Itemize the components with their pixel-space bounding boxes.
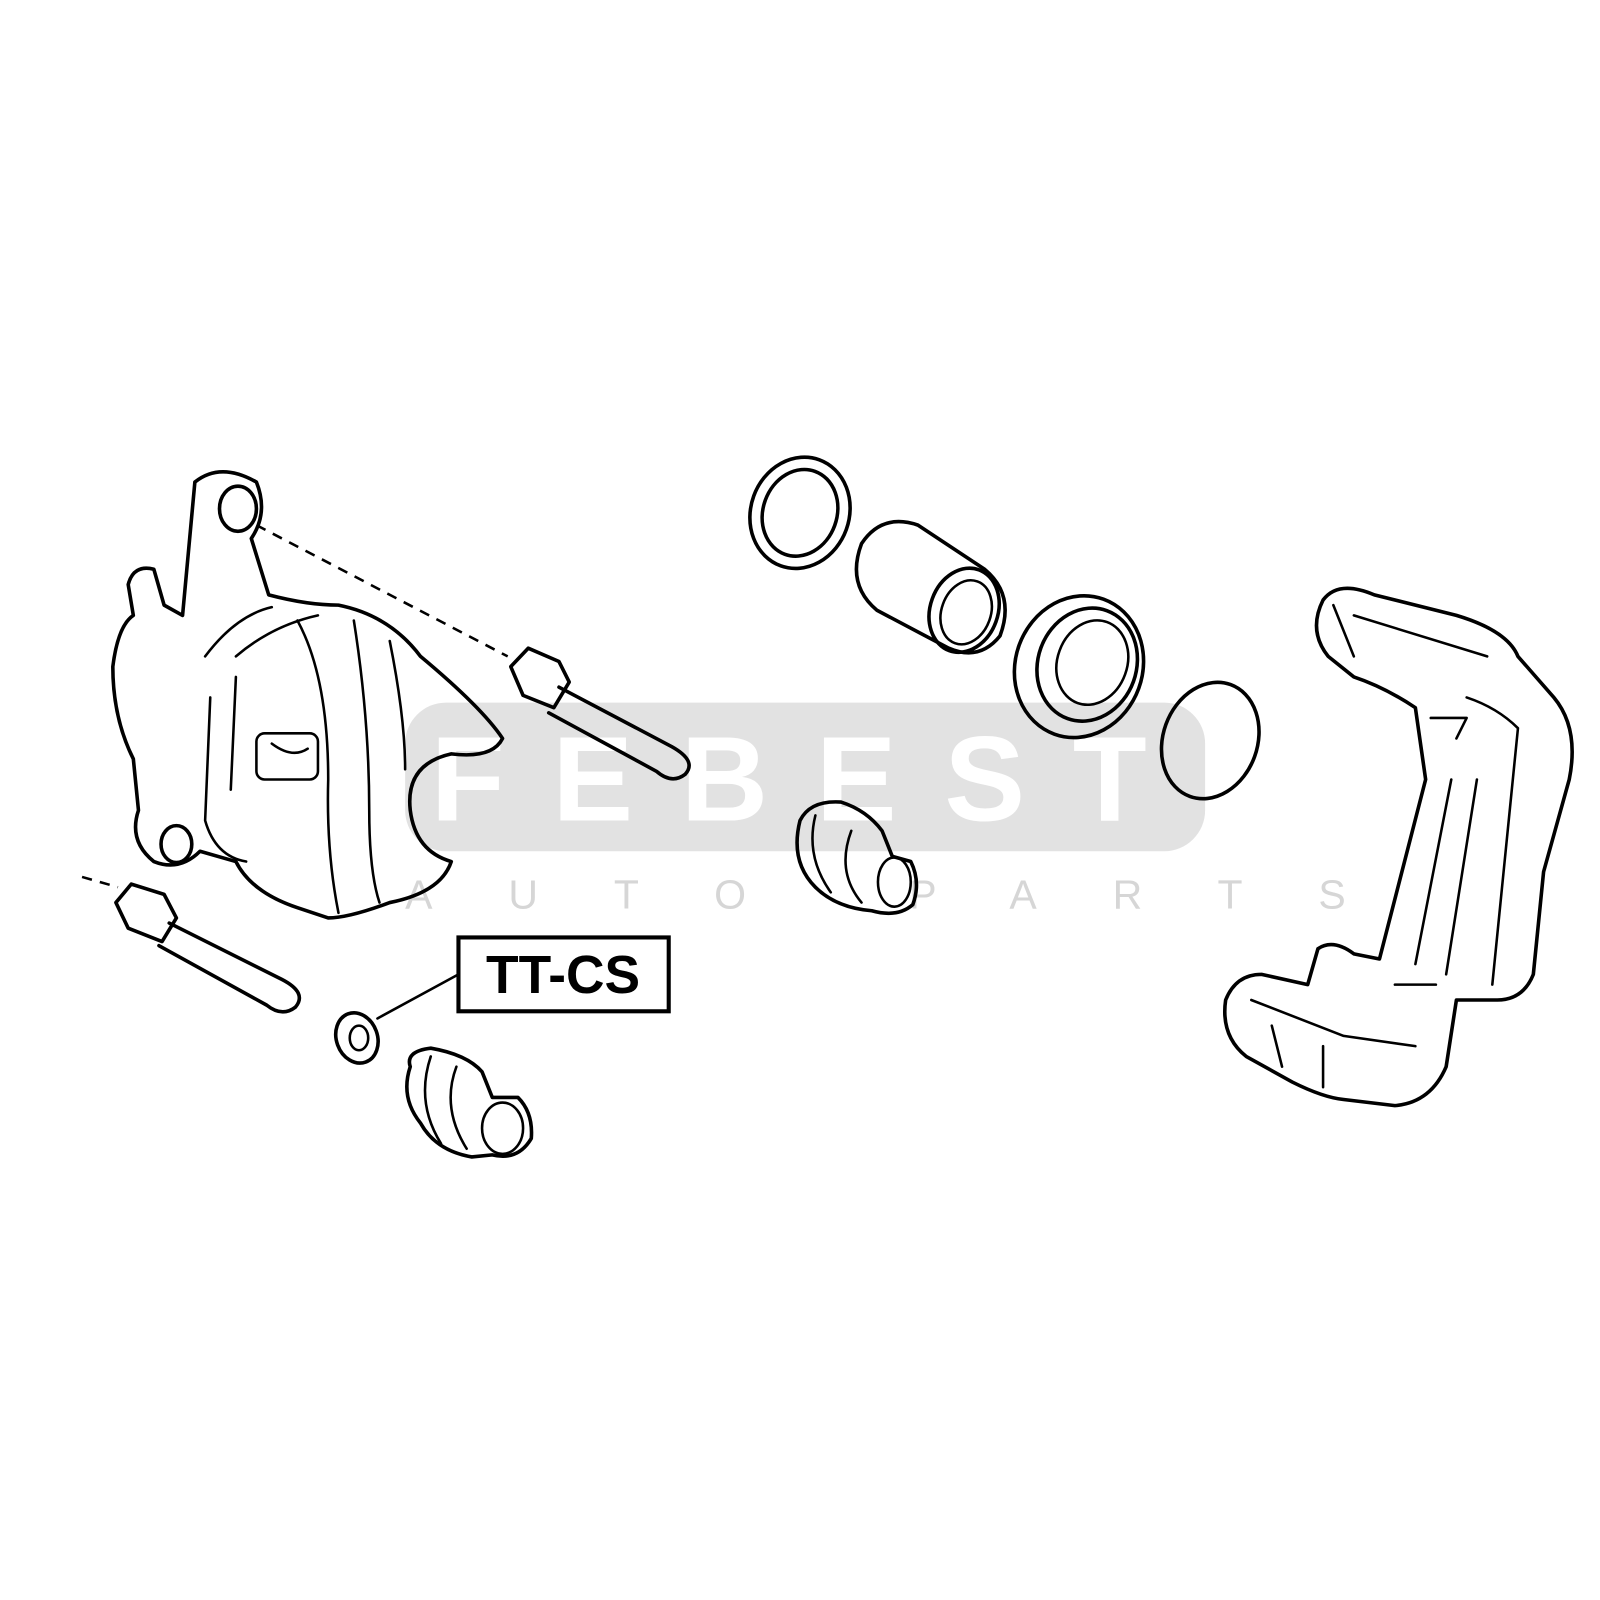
part-label: TT-CS xyxy=(486,946,640,1005)
watermark-subtitle: AUTO PARTS xyxy=(405,872,1422,918)
caliper-bracket xyxy=(1223,586,1574,1108)
bushing-tt-cs xyxy=(333,973,460,1065)
o-ring xyxy=(1159,680,1261,801)
caliper-body xyxy=(111,470,505,920)
piston xyxy=(854,519,1007,655)
guide-pin-upper xyxy=(255,523,691,781)
guide-pin-lower xyxy=(81,875,302,1014)
part-label-box: TT-CS xyxy=(456,935,671,1014)
piston-seal-ring xyxy=(748,455,852,571)
piston-boot xyxy=(1012,593,1146,740)
pin-boot-middle xyxy=(795,800,919,916)
pin-boot-lower xyxy=(405,1046,534,1159)
febest-watermark: FEBEST AUTO PARTS xyxy=(405,702,1422,918)
